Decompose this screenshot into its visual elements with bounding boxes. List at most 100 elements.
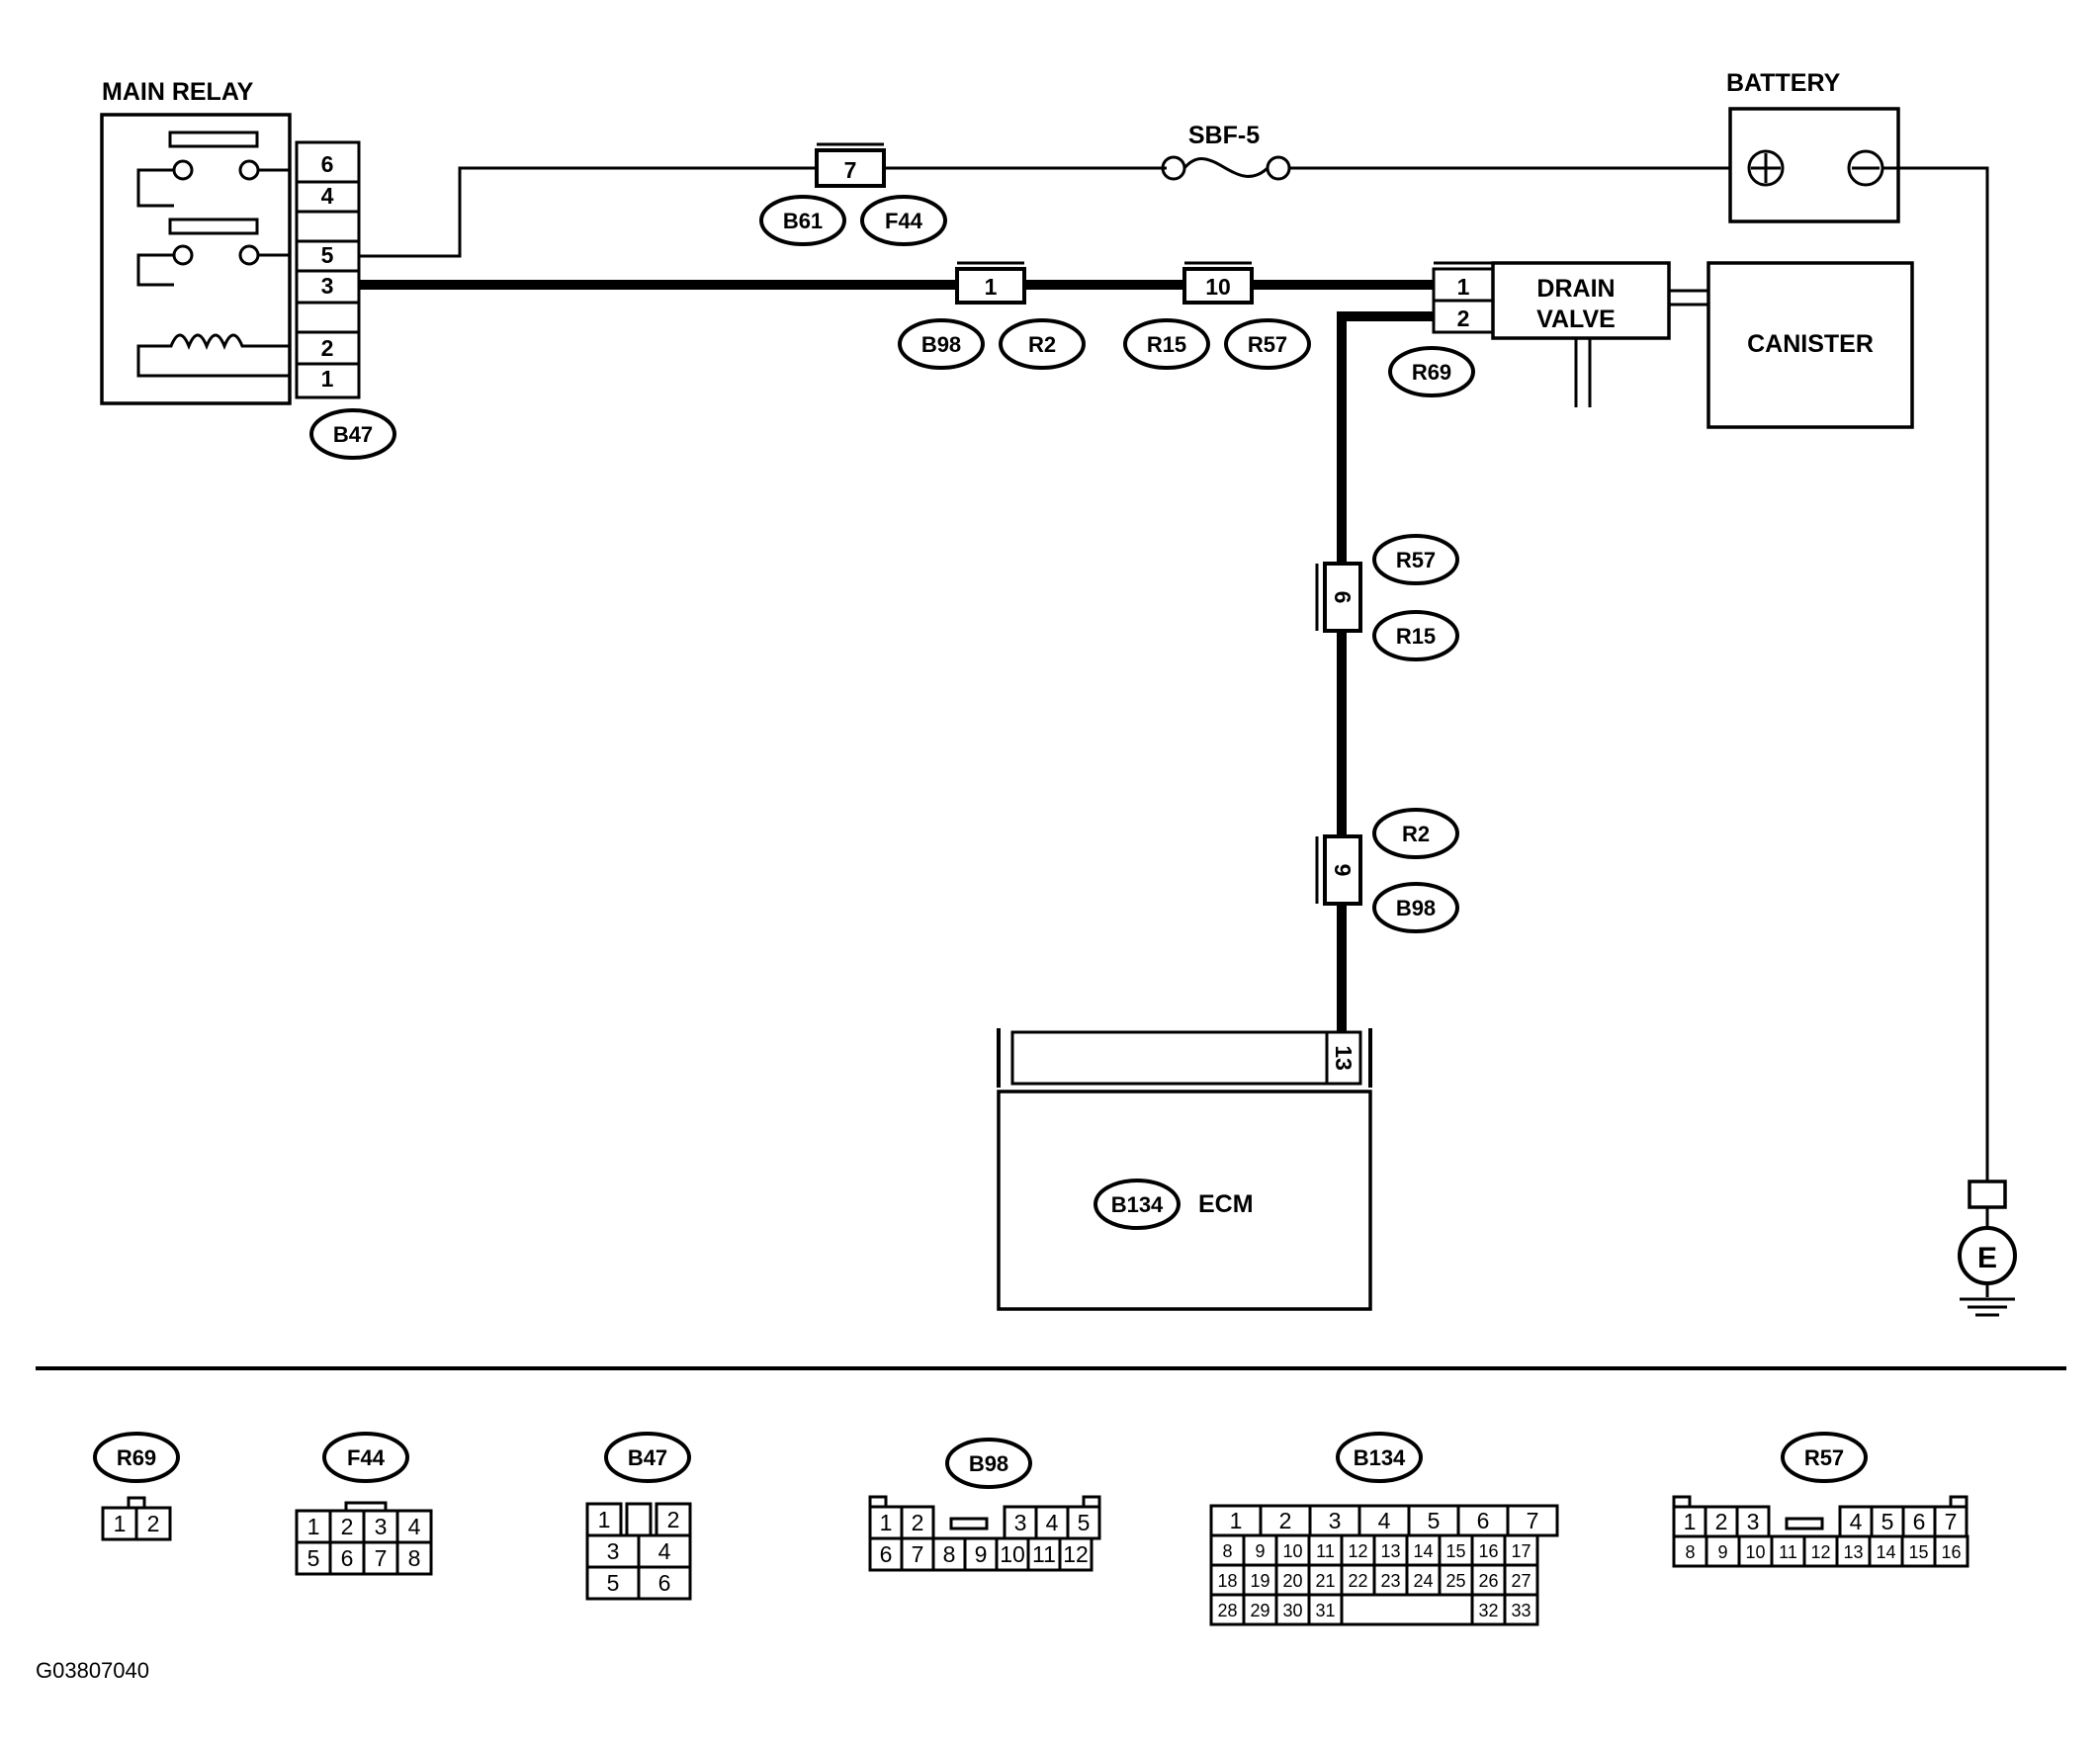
legend-b98-pin: 6: [880, 1541, 893, 1567]
legend-b134-pin: 21: [1315, 1571, 1335, 1591]
legend-b134-pin: 3: [1329, 1508, 1342, 1533]
legend-r57-pin: 8: [1685, 1542, 1695, 1562]
relay-pin-1: 1: [321, 366, 334, 392]
legend-tag-r57: R57: [1804, 1445, 1844, 1470]
legend-b134-pin: 25: [1445, 1571, 1465, 1591]
relay-pin-6: 6: [321, 151, 334, 177]
legend-r57-pin: 4: [1850, 1509, 1863, 1534]
legend-b134-pin: 7: [1527, 1508, 1539, 1533]
legend-f44-pin: 7: [375, 1545, 388, 1571]
legend-b98-pin: 9: [975, 1541, 988, 1567]
legend-b134-pin: 20: [1282, 1571, 1302, 1591]
ground: E: [1958, 1180, 2017, 1317]
connector-tag-f44: F44: [885, 209, 923, 233]
legend-b134-pin: 9: [1255, 1541, 1265, 1561]
legend-r57-pin: 15: [1908, 1542, 1928, 1562]
legend-b134-pin: 6: [1477, 1508, 1490, 1533]
relay-pin-4: 4: [321, 183, 334, 209]
legend-f44-pin: 5: [307, 1545, 320, 1571]
legend-b134-pin: 33: [1511, 1601, 1531, 1620]
legend-b98-pin: 12: [1063, 1541, 1089, 1567]
inline-pin-10: 10: [1205, 274, 1231, 300]
legend-b134-pin: 10: [1282, 1541, 1302, 1561]
legend-b134-pin: 32: [1478, 1601, 1498, 1620]
connector-tag-r2: R2: [1028, 332, 1056, 357]
legend-b134-pin: 23: [1380, 1571, 1400, 1591]
legend-b47-pin: 4: [658, 1538, 671, 1564]
legend-b98-pin: 8: [943, 1541, 956, 1567]
legend-b98-pin: 1: [880, 1510, 893, 1535]
legend-r57-pin: 13: [1843, 1542, 1863, 1562]
legend-b98-pin: 3: [1014, 1510, 1027, 1535]
legend-b134-pin: 19: [1250, 1571, 1269, 1591]
legend-b98-pin: 11: [1032, 1541, 1056, 1567]
legend-r57-pin: 3: [1747, 1509, 1760, 1534]
connector-tag-b98: B98: [921, 332, 961, 357]
connector-tag-r69: R69: [1412, 360, 1451, 385]
legend-r57-pin: 14: [1876, 1542, 1895, 1562]
connector-tag-b98-vertical: B98: [1396, 896, 1436, 920]
main-relay: MAIN RELAY 6 4 5 3 2 1 B47: [100, 78, 396, 460]
legend-b134-pin: 27: [1511, 1571, 1531, 1591]
legend-b134-pin: 29: [1250, 1601, 1269, 1620]
fuse-label: SBF-5: [1188, 122, 1260, 149]
drain-valve-label-2: VALVE: [1536, 306, 1616, 333]
legend-b98-pin: 5: [1078, 1510, 1091, 1535]
drain-valve-label-1: DRAIN: [1536, 275, 1615, 303]
ecm-signal-wire: 6 9 R57 R15 R2 B98: [1315, 311, 1459, 1032]
canister-label: CANISTER: [1747, 330, 1874, 358]
main-relay-label: MAIN RELAY: [102, 78, 254, 106]
legend-b47-pin: 1: [598, 1507, 611, 1532]
legend-b134-pin: 15: [1445, 1541, 1465, 1561]
inline-pin-6: 6: [1330, 591, 1356, 604]
legend-b134-pin: 4: [1378, 1508, 1391, 1533]
legend-tag-b98: B98: [969, 1451, 1008, 1476]
legend-b134-pin: 22: [1348, 1571, 1367, 1591]
legend-f44-pin: 1: [307, 1514, 320, 1539]
connector-tag-r57: R57: [1248, 332, 1287, 357]
legend-b98-pin: 10: [1000, 1541, 1025, 1567]
legend-r57-pin: 11: [1779, 1542, 1797, 1562]
legend-r57-pin: 2: [1715, 1509, 1728, 1534]
legend-r57-pin: 16: [1941, 1542, 1961, 1562]
legend-b134-pin: 2: [1279, 1508, 1292, 1533]
canister: CANISTER: [1706, 261, 1914, 429]
relay-pin-2: 2: [321, 335, 334, 361]
legend-b134-pin: 31: [1315, 1601, 1335, 1620]
drain-valve-pin-2: 2: [1457, 306, 1470, 331]
battery-label: BATTERY: [1726, 69, 1841, 97]
connector-tag-b61: B61: [783, 209, 823, 233]
legend-b98-pin: 2: [912, 1510, 924, 1535]
legend-r69-pin: 2: [147, 1511, 160, 1536]
battery: BATTERY: [1726, 69, 1989, 1181]
drain-valve-pin-1: 1: [1457, 274, 1470, 300]
legend-f44-pin: 6: [341, 1545, 354, 1571]
legend-b134-pin: 11: [1316, 1541, 1335, 1561]
legend-b134-pin: 16: [1478, 1541, 1498, 1561]
legend-b47-pin: 5: [607, 1570, 620, 1596]
connector-tag-r15: R15: [1147, 332, 1186, 357]
legend-b134-pin: 8: [1222, 1541, 1232, 1561]
connector-tag-r15-vertical: R15: [1396, 624, 1436, 649]
legend-r57-pin: 5: [1881, 1509, 1894, 1534]
drain-valve: 1 2 DRAIN VALVE R69: [1388, 261, 1708, 407]
legend-r57-pin: 9: [1717, 1542, 1727, 1562]
legend-tag-r69: R69: [117, 1445, 156, 1470]
legend-b134-pin: 26: [1478, 1571, 1498, 1591]
legend-f44-pin: 8: [408, 1545, 421, 1571]
inline-pin-1: 1: [985, 274, 998, 300]
legend-r69-pin: 1: [114, 1511, 127, 1536]
connector-tag-b134: B134: [1111, 1192, 1164, 1217]
legend-b47-pin: 2: [667, 1507, 680, 1532]
ground-label: E: [1977, 1242, 1997, 1274]
legend-b134-pin: 13: [1380, 1541, 1400, 1561]
connector-tag-r57-vertical: R57: [1396, 548, 1436, 572]
ecm-label: ECM: [1198, 1190, 1254, 1218]
legend-f44-pin: 4: [408, 1514, 421, 1539]
legend-b134-pin: 12: [1348, 1541, 1367, 1561]
drain-valve-power-wire: 1 10 B98 R2 R15 R57: [359, 261, 1434, 370]
legend-tag-b134: B134: [1354, 1445, 1406, 1470]
legend-b134-pin: 17: [1511, 1541, 1531, 1561]
